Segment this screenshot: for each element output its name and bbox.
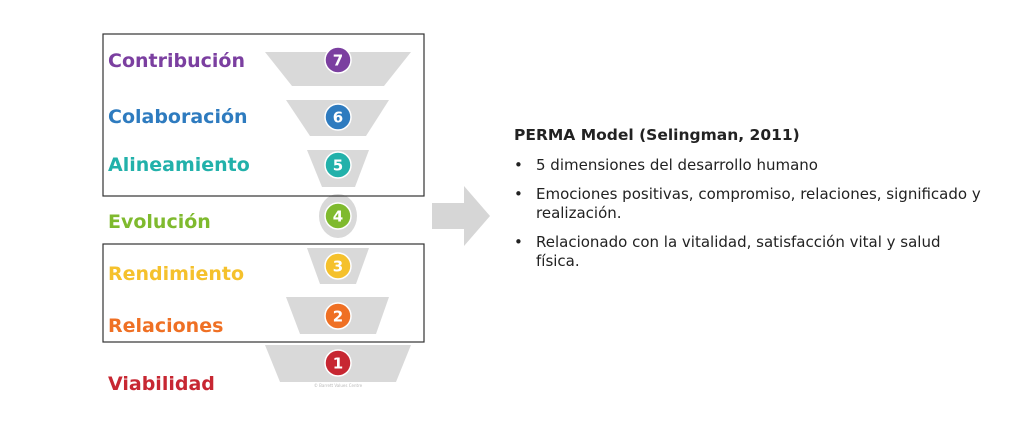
level-badge <box>324 252 352 280</box>
panel-item: • Emociones positivas, compromiso, relac… <box>514 185 984 223</box>
stage-labels: ContribuciónColaboraciónAlineamientoEvol… <box>108 50 250 395</box>
stage-badges: 7 6 5 4 3 2 1 <box>324 46 352 377</box>
stage-label: Colaboración <box>108 106 248 128</box>
panel-item-text: Relacionado con la vitalidad, satisfacci… <box>536 233 941 270</box>
stage-label: Relaciones <box>108 315 223 337</box>
lower-group-box <box>102 243 425 343</box>
bullet-icon: • <box>514 156 523 174</box>
panel-list: • 5 dimensiones del desarrollo humano • … <box>514 156 984 271</box>
level-number: 2 <box>333 308 343 326</box>
level-badge <box>324 151 352 179</box>
level-number: 5 <box>333 157 343 175</box>
right-arrow <box>432 186 490 246</box>
bullet-icon: • <box>514 185 523 203</box>
bullet-icon: • <box>514 233 523 251</box>
panel-title: PERMA Model (Selingman, 2011) <box>514 126 800 144</box>
level-number: 4 <box>333 208 343 226</box>
stage-label: Viabilidad <box>108 373 215 395</box>
perma-panel: PERMA Model (Selingman, 2011) • 5 dimens… <box>514 126 984 281</box>
stage-label: Contribución <box>108 50 245 72</box>
copyright-text: © Barrett Values Centre <box>314 383 363 388</box>
level-badge <box>324 103 352 131</box>
panel-item-text: 5 dimensiones del desarrollo humano <box>536 156 818 174</box>
upper-group-box <box>102 33 425 197</box>
stage-label: Rendimiento <box>108 263 244 285</box>
panel-item: • Relacionado con la vitalidad, satisfac… <box>514 233 984 271</box>
level-badge <box>324 302 352 330</box>
panel-item: • 5 dimensiones del desarrollo humano <box>514 156 984 175</box>
level-badge <box>324 46 352 74</box>
level-number: 6 <box>333 109 343 127</box>
stage-label: Evolución <box>108 211 211 233</box>
panel-item-text: Emociones positivas, compromiso, relacio… <box>536 185 981 222</box>
level-badge <box>324 202 352 230</box>
level-number: 7 <box>333 52 343 70</box>
level-number: 1 <box>333 355 343 373</box>
stage-label: Alineamiento <box>108 154 250 176</box>
level-number: 3 <box>333 258 343 276</box>
level-badge <box>324 349 352 377</box>
